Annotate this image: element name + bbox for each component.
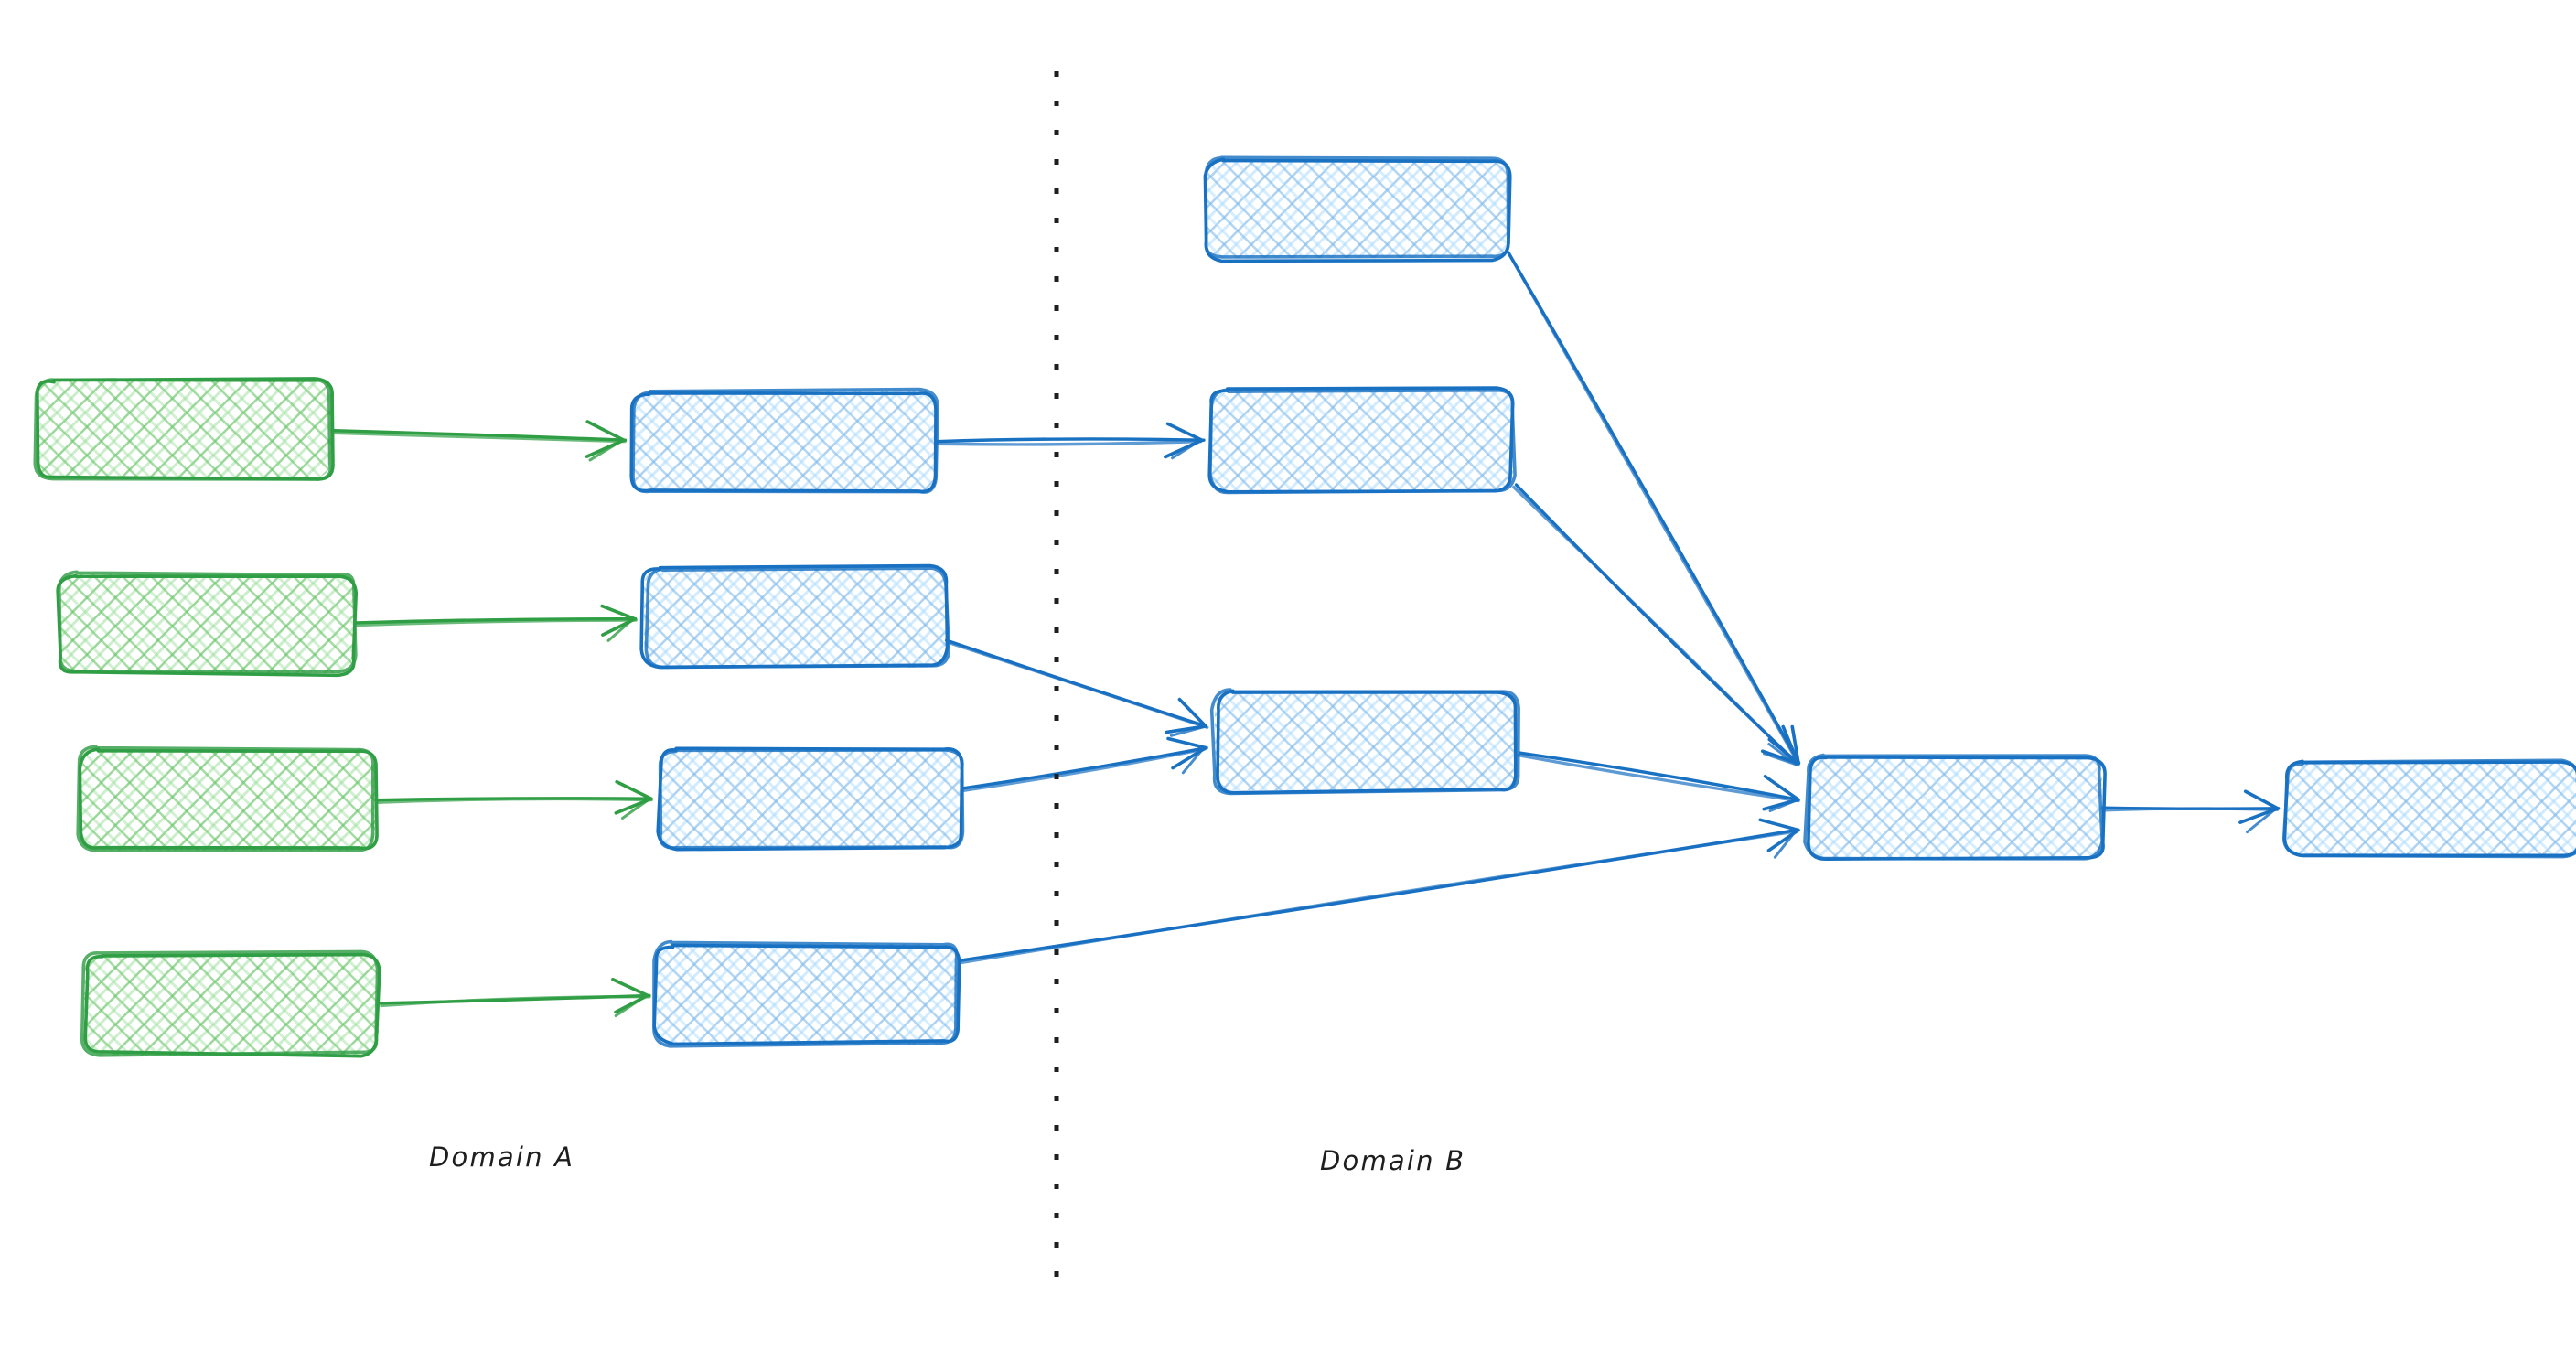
edge-arrowhead xyxy=(1164,422,1204,459)
edge-arrowhead xyxy=(1166,736,1208,770)
edge-arrowhead-2 xyxy=(1171,439,1201,460)
node-outline xyxy=(78,747,379,851)
edge-arrowhead-2 xyxy=(1768,799,1798,813)
node-b1[interactable] xyxy=(629,387,939,494)
edge-shaft xyxy=(1519,751,1800,801)
node-a4[interactable] xyxy=(80,949,381,1058)
node-fill-hatch-b xyxy=(80,750,375,851)
edge-shaft xyxy=(962,745,1208,790)
edge-b4-d1[interactable] xyxy=(957,818,1800,965)
node-outline xyxy=(80,949,380,1057)
node-outline xyxy=(57,570,358,674)
edge-c3-d1[interactable] xyxy=(1517,751,1800,813)
node-fill-hatch-b xyxy=(1206,159,1508,258)
edge-a3-b3[interactable] xyxy=(374,779,653,820)
node-outline xyxy=(1803,753,2104,861)
node-fill-hatch-b xyxy=(84,955,379,1056)
node-c3[interactable] xyxy=(1209,688,1520,796)
edge-c2-d1[interactable] xyxy=(1512,483,1800,766)
edge-arrowhead xyxy=(585,420,626,458)
edge-arrowhead xyxy=(614,779,653,815)
node-fill-hatch-b xyxy=(2287,763,2576,854)
edge-arrowhead-2 xyxy=(1181,747,1205,775)
node-fill-hatch-b xyxy=(633,391,935,492)
edge-arrowhead xyxy=(2238,789,2280,824)
node-outline xyxy=(1209,688,1520,796)
node-fill-hatch-b xyxy=(1215,691,1517,790)
edge-shaft xyxy=(354,618,638,627)
domain-a-label: Domain A xyxy=(429,1142,575,1173)
node-outline xyxy=(2281,758,2576,859)
edge-b1-c2[interactable] xyxy=(933,422,1206,460)
edge-a1-b1[interactable] xyxy=(330,420,628,462)
edge-d1-e1[interactable] xyxy=(2101,789,2281,834)
nodes-layer xyxy=(33,155,2576,1058)
edge-shaft xyxy=(380,995,651,1008)
node-outline xyxy=(1204,155,1510,259)
node-outline xyxy=(76,745,375,852)
edge-arrowhead xyxy=(1758,818,1800,852)
edge-shaft xyxy=(1508,252,1800,766)
edge-arrowhead xyxy=(1165,697,1208,734)
node-outline xyxy=(652,939,959,1048)
node-fill-hatch-b xyxy=(657,944,959,1045)
edge-shaft xyxy=(948,641,1209,729)
edge-arrowhead-2 xyxy=(1169,725,1205,737)
edge-c1-d1[interactable] xyxy=(1507,251,1801,766)
node-d1[interactable] xyxy=(1803,753,2107,861)
node-fill-hatch-b xyxy=(660,748,962,849)
edge-arrowhead xyxy=(1760,724,1800,766)
edge-shaft xyxy=(961,747,1207,792)
node-b4[interactable] xyxy=(652,939,961,1048)
node-outline xyxy=(658,748,965,850)
edge-a2-b2[interactable] xyxy=(353,604,638,642)
edge-arrowhead-2 xyxy=(1773,829,1798,859)
node-fill-hatch-b xyxy=(1211,390,1513,490)
edge-b2-c3[interactable] xyxy=(944,638,1209,737)
edge-arrowhead xyxy=(1762,775,1800,811)
node-a1[interactable] xyxy=(33,377,335,481)
edge-shaft xyxy=(935,439,1203,446)
edge-shaft xyxy=(1512,485,1799,766)
edge-shaft xyxy=(957,830,1799,965)
edge-arrowhead-2 xyxy=(620,798,650,820)
edge-arrowhead-2 xyxy=(2246,808,2277,834)
edge-arrowhead xyxy=(611,977,649,1014)
node-fill-hatch-b xyxy=(60,574,355,673)
node-outline xyxy=(1208,388,1517,495)
edge-arrowhead xyxy=(600,604,637,637)
node-outline xyxy=(631,387,939,494)
edge-b3-c3[interactable] xyxy=(961,736,1208,792)
edge-arrowhead-2 xyxy=(1763,752,1798,766)
edge-arrowhead-2 xyxy=(606,618,634,642)
node-fill-hatch-b xyxy=(1808,757,2102,858)
node-c1[interactable] xyxy=(1203,155,1512,263)
edge-arrowhead-2 xyxy=(588,439,623,462)
node-e1[interactable] xyxy=(2281,758,2576,859)
node-b2[interactable] xyxy=(639,563,951,670)
edge-a4-b4[interactable] xyxy=(379,977,651,1018)
node-a2[interactable] xyxy=(56,570,359,678)
node-outline xyxy=(644,566,951,670)
node-outline xyxy=(33,378,332,481)
node-a3[interactable] xyxy=(76,745,379,852)
edge-shaft xyxy=(375,797,653,804)
edge-shaft xyxy=(933,437,1206,444)
edge-shaft xyxy=(330,431,627,444)
node-c2[interactable] xyxy=(1208,386,1517,495)
edges-layer xyxy=(330,251,2281,1018)
node-fill-hatch-b xyxy=(37,379,331,477)
node-fill-hatch-b xyxy=(644,569,946,668)
edge-arrowhead-2 xyxy=(614,994,647,1018)
node-b3[interactable] xyxy=(656,746,965,852)
edge-shaft xyxy=(2101,807,2280,812)
edge-shaft xyxy=(1517,754,1800,803)
domain-b-label: Domain B xyxy=(1320,1145,1466,1176)
